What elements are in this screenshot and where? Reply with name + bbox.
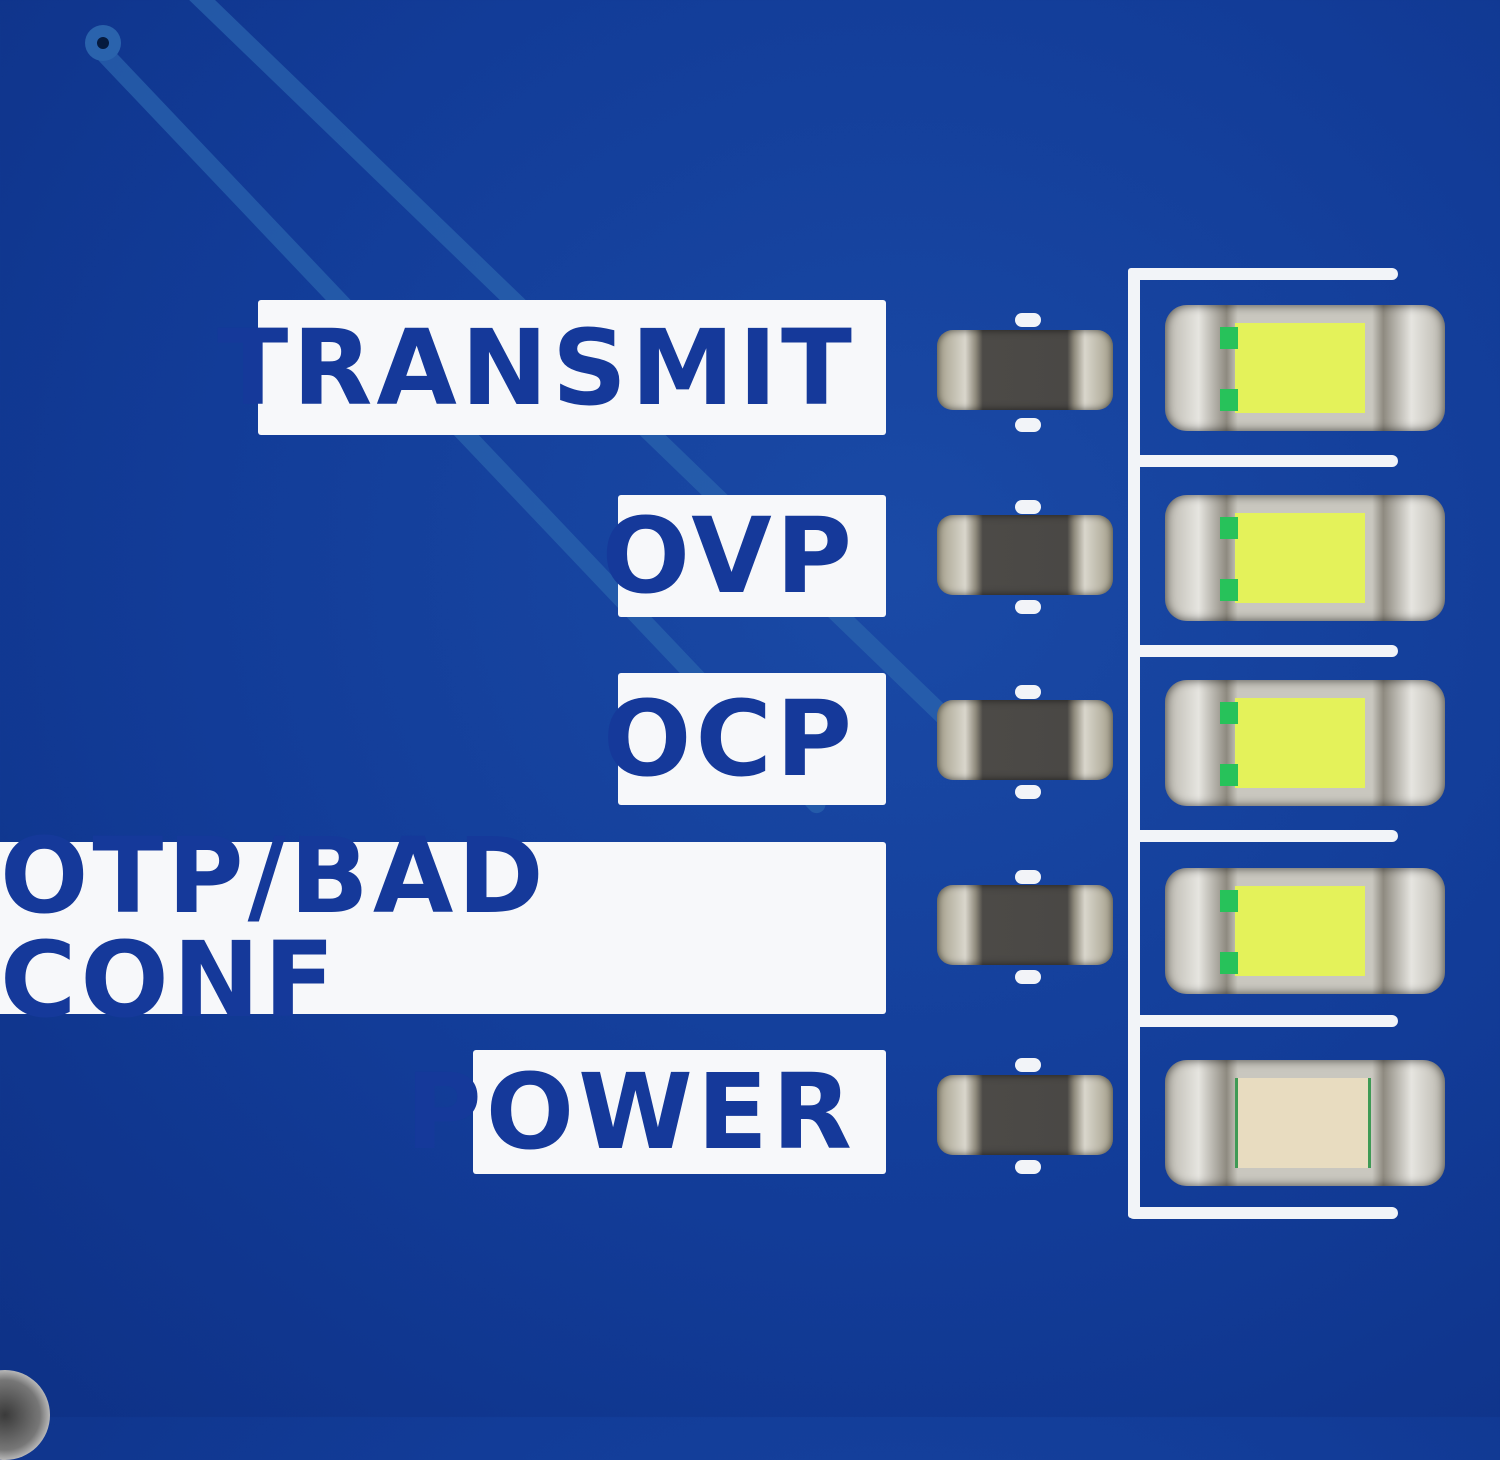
led-transmit: [1165, 305, 1445, 431]
led-frame-divider: [1128, 1015, 1398, 1027]
silkscreen-label-ovp: OVP: [602, 495, 886, 617]
silkscreen-label-ocp: OCP: [603, 673, 886, 805]
via-hole: [85, 25, 121, 61]
resistor-otp-bad-conf: [937, 885, 1113, 965]
silkscreen-label-otp-bad-conf: OTP/BAD CONF: [0, 824, 886, 1032]
led-frame-divider: [1128, 455, 1398, 467]
resistor-ocp: [937, 700, 1113, 780]
mounting-pad: [0, 1370, 50, 1460]
resistor-power: [937, 1075, 1113, 1155]
led-power: [1165, 1060, 1445, 1186]
led-frame-silkscreen: [1128, 268, 1140, 1218]
resistor-transmit: [937, 330, 1113, 410]
resistor-ovp: [937, 515, 1113, 595]
led-frame-divider: [1128, 268, 1398, 280]
led-frame-divider: [1128, 645, 1398, 657]
silkscreen-label-transmit: TRANSMIT: [217, 300, 886, 435]
silkscreen-label-power: POWER: [406, 1050, 886, 1174]
led-otp-bad-conf: [1165, 868, 1445, 994]
led-ovp: [1165, 495, 1445, 621]
led-ocp: [1165, 680, 1445, 806]
led-frame-divider: [1128, 830, 1398, 842]
led-frame-divider: [1128, 1207, 1398, 1219]
